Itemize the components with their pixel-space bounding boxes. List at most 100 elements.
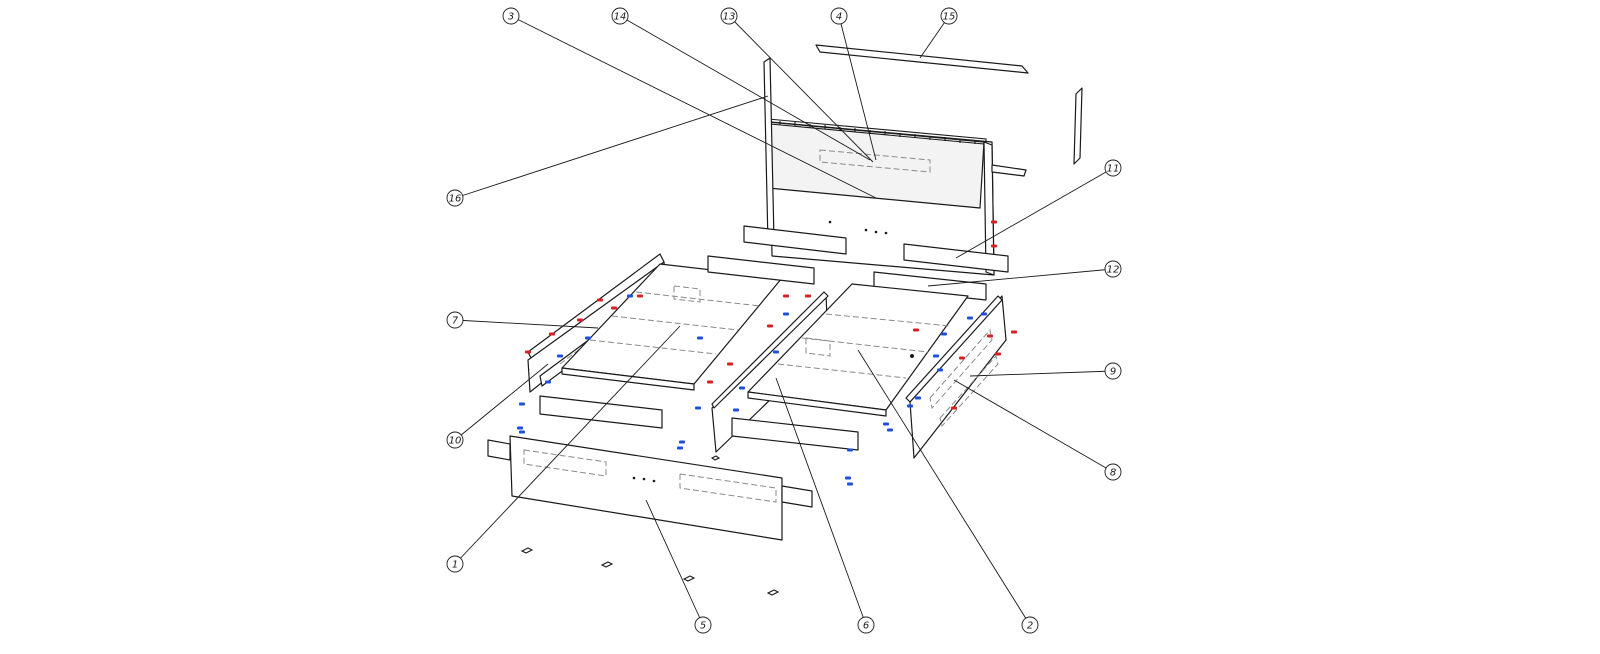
callout-14: 14 xyxy=(611,7,629,25)
blue-fitting xyxy=(847,448,853,452)
svg-text:6: 6 xyxy=(863,621,869,632)
blue-fitting xyxy=(695,406,701,410)
svg-text:14: 14 xyxy=(614,12,627,23)
left-tray-front-edge xyxy=(561,367,695,391)
svg-text:12: 12 xyxy=(1107,265,1120,276)
svg-text:7: 7 xyxy=(452,316,459,327)
red-fitting xyxy=(767,324,773,328)
headboard-side-strip xyxy=(1073,87,1083,165)
svg-text:3: 3 xyxy=(508,12,514,23)
red-fitting xyxy=(783,294,789,298)
red-fitting xyxy=(577,318,583,322)
svg-text:8: 8 xyxy=(1110,468,1116,479)
headboard-wedge xyxy=(991,164,1027,177)
foot-glide xyxy=(600,561,614,568)
red-fitting xyxy=(991,244,997,248)
svg-text:9: 9 xyxy=(1110,367,1116,378)
right-lower-crossbar xyxy=(731,417,859,451)
footboard-end-left xyxy=(487,439,511,461)
leader-8 xyxy=(953,379,1114,473)
callout-7: 7 xyxy=(446,311,464,329)
blue-fitting xyxy=(545,380,551,384)
leader-7 xyxy=(454,319,599,329)
blue-fitting xyxy=(697,336,703,340)
red-fitting xyxy=(727,362,733,366)
callout-4: 4 xyxy=(830,7,848,25)
blue-fitting xyxy=(519,430,525,434)
blue-fitting xyxy=(773,350,779,354)
blue-fitting xyxy=(967,316,973,320)
headboard-top-cap xyxy=(815,44,1029,74)
left-tray-slat-1 xyxy=(589,339,717,355)
headboard-hole xyxy=(874,230,878,234)
leader-4 xyxy=(838,15,877,161)
left-back-bar xyxy=(707,255,815,285)
leader-lines xyxy=(454,15,1114,626)
callout-3: 3 xyxy=(502,7,520,25)
blue-fitting xyxy=(627,294,633,298)
red-fitting xyxy=(951,406,957,410)
footboard-panel xyxy=(509,435,783,541)
footboard-hole xyxy=(632,476,636,480)
left-tray-slat-3 xyxy=(635,291,761,307)
right-tray-slat-3 xyxy=(825,313,951,327)
blue-fitting xyxy=(883,422,889,426)
svg-text:1: 1 xyxy=(452,560,458,571)
leader-14 xyxy=(619,15,871,161)
svg-text:11: 11 xyxy=(1107,164,1120,175)
blue-fitting xyxy=(847,482,853,486)
callout-9: 9 xyxy=(1104,362,1122,380)
footboard-hidden-left xyxy=(523,449,607,477)
leader-10 xyxy=(454,363,549,441)
foot-glide xyxy=(682,575,696,582)
footboard-hole xyxy=(652,479,656,483)
red-fitting xyxy=(995,352,1001,356)
callout-2: 2 xyxy=(1021,616,1039,634)
callout-8: 8 xyxy=(1104,463,1122,481)
svg-text:15: 15 xyxy=(943,12,956,23)
red-fitting xyxy=(987,334,993,338)
hardware-fittings xyxy=(517,220,1017,486)
svg-text:16: 16 xyxy=(449,194,462,205)
blue-fitting xyxy=(677,446,683,450)
right-slat-tray xyxy=(731,283,969,451)
leader-11 xyxy=(955,167,1114,259)
svg-text:13: 13 xyxy=(723,12,736,23)
red-fitting xyxy=(597,298,603,302)
blue-fitting xyxy=(517,426,523,430)
right-tray-slat-2 xyxy=(801,337,929,353)
leader-15 xyxy=(919,15,950,59)
callout-5: 5 xyxy=(694,616,712,634)
leader-16 xyxy=(454,95,769,199)
footboard-end-right xyxy=(781,485,813,508)
headboard-cleat-left xyxy=(743,225,847,255)
leader-5 xyxy=(645,499,704,626)
right-tray-slat-1 xyxy=(777,363,907,379)
leader-13 xyxy=(728,15,874,163)
footboard-hidden-right xyxy=(679,473,777,503)
headboard-hole xyxy=(864,228,868,232)
blue-fitting xyxy=(941,332,947,336)
callout-12: 12 xyxy=(1104,260,1122,278)
red-fitting xyxy=(611,306,617,310)
leader-1 xyxy=(454,325,681,565)
left-lower-crossbar xyxy=(539,395,663,429)
callout-11: 11 xyxy=(1104,159,1122,177)
right-side-panel-face xyxy=(905,295,1003,403)
leader-9 xyxy=(969,370,1114,377)
footboard xyxy=(487,435,813,541)
svg-text:4: 4 xyxy=(836,12,842,23)
blue-fitting xyxy=(937,368,943,372)
right-side-hidden-1 xyxy=(929,328,993,410)
red-fitting xyxy=(959,356,965,360)
callout-bubbles: 3 14 13 4 15 16 11 12 xyxy=(446,7,1122,634)
red-fitting xyxy=(707,380,713,384)
left-slat-tray xyxy=(539,255,815,429)
right-side-hidden-2 xyxy=(939,354,999,428)
foot-glide xyxy=(710,455,721,461)
blue-fitting xyxy=(557,354,563,358)
blue-fitting xyxy=(739,386,745,390)
headboard-left-post xyxy=(763,57,775,245)
cushion-top-edge-2 xyxy=(769,123,985,145)
